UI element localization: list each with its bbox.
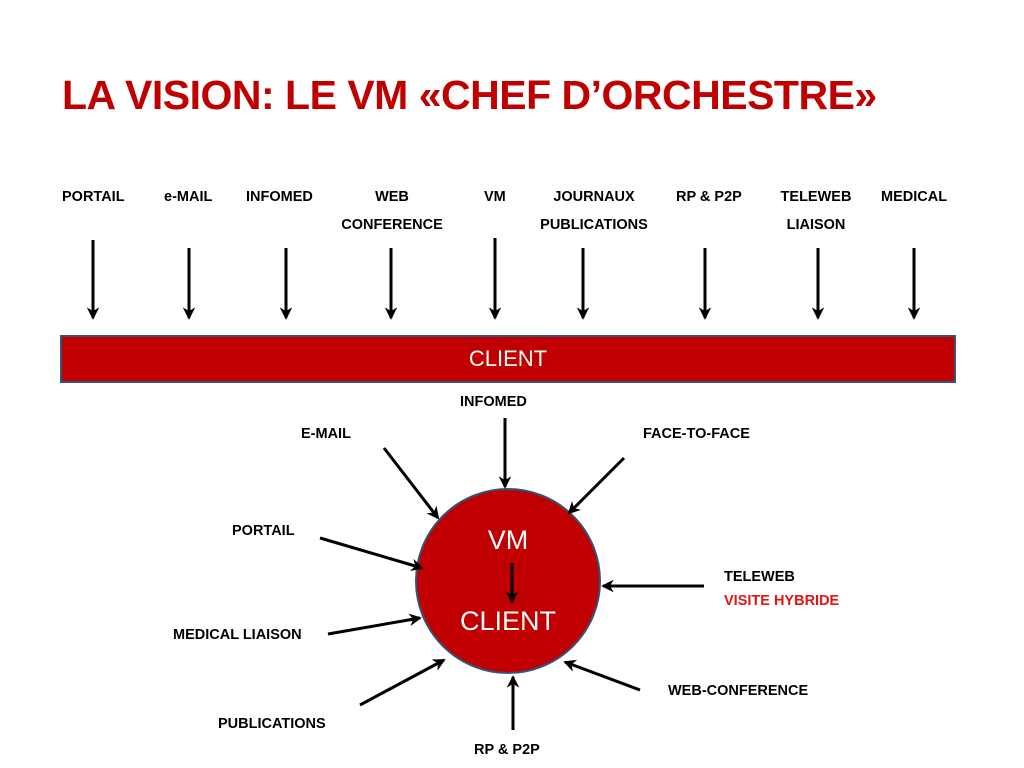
radial-label-visite-hybride: VISITE HYBRIDE xyxy=(724,593,840,609)
arrow-radial-email xyxy=(382,447,440,520)
radial-label-email: E-MAIL xyxy=(301,426,351,442)
radial-label-publications: PUBLICATIONS xyxy=(218,716,326,732)
top-channel-teleweb-line2: LIAISON xyxy=(786,217,846,233)
circle-label-vm: VM xyxy=(487,525,529,555)
vm-client-circle xyxy=(415,488,601,674)
top-channel-rp-p2p: RP & P2P xyxy=(676,189,742,205)
arrow-radial-medical-liaison xyxy=(327,613,422,636)
slide-title: LA VISION: LE VM «CHEF D’ORCHESTRE» xyxy=(62,72,877,118)
radial-label-rp-p2p: RP & P2P xyxy=(474,742,540,758)
top-channel-medical: MEDICAL xyxy=(881,189,948,205)
radial-label-web-conference: WEB-CONFERENCE xyxy=(668,683,809,699)
top-channel-portail: PORTAIL xyxy=(62,189,125,205)
top-channel-web-conference-line1: WEB xyxy=(375,189,409,205)
circle-label-client: CLIENT xyxy=(459,606,557,636)
top-channel-web-conference: WEB CONFERENCE xyxy=(332,183,452,239)
top-channel-infomed: INFOMED xyxy=(246,189,313,205)
top-channel-teleweb-line1: TELEWEB xyxy=(780,189,852,205)
client-bar: CLIENT xyxy=(60,335,956,383)
arrow-radial-web-conference xyxy=(563,659,641,692)
top-channel-vm: VM xyxy=(484,189,506,205)
arrow-radial-face-to-face xyxy=(567,456,626,515)
top-channel-teleweb-liaison: TELEWEB LIAISON xyxy=(770,183,862,239)
top-channel-journaux-publications: JOURNAUX PUBLICATIONS xyxy=(528,183,660,239)
radial-label-teleweb: TELEWEB xyxy=(724,569,795,585)
radial-label-portail: PORTAIL xyxy=(232,523,295,539)
radial-label-medical-liaison: MEDICAL LIAISON xyxy=(173,627,302,643)
top-channel-web-conference-line2: CONFERENCE xyxy=(341,217,443,233)
top-channel-email: e-MAIL xyxy=(164,189,213,205)
arrow-radial-publications xyxy=(359,658,446,707)
radial-label-face-to-face: FACE-TO-FACE xyxy=(643,426,750,442)
radial-label-infomed: INFOMED xyxy=(460,394,527,410)
top-channel-journaux-line2: PUBLICATIONS xyxy=(540,217,648,233)
arrow-radial-portail xyxy=(319,536,424,572)
top-channel-journaux-line1: JOURNAUX xyxy=(553,189,635,205)
